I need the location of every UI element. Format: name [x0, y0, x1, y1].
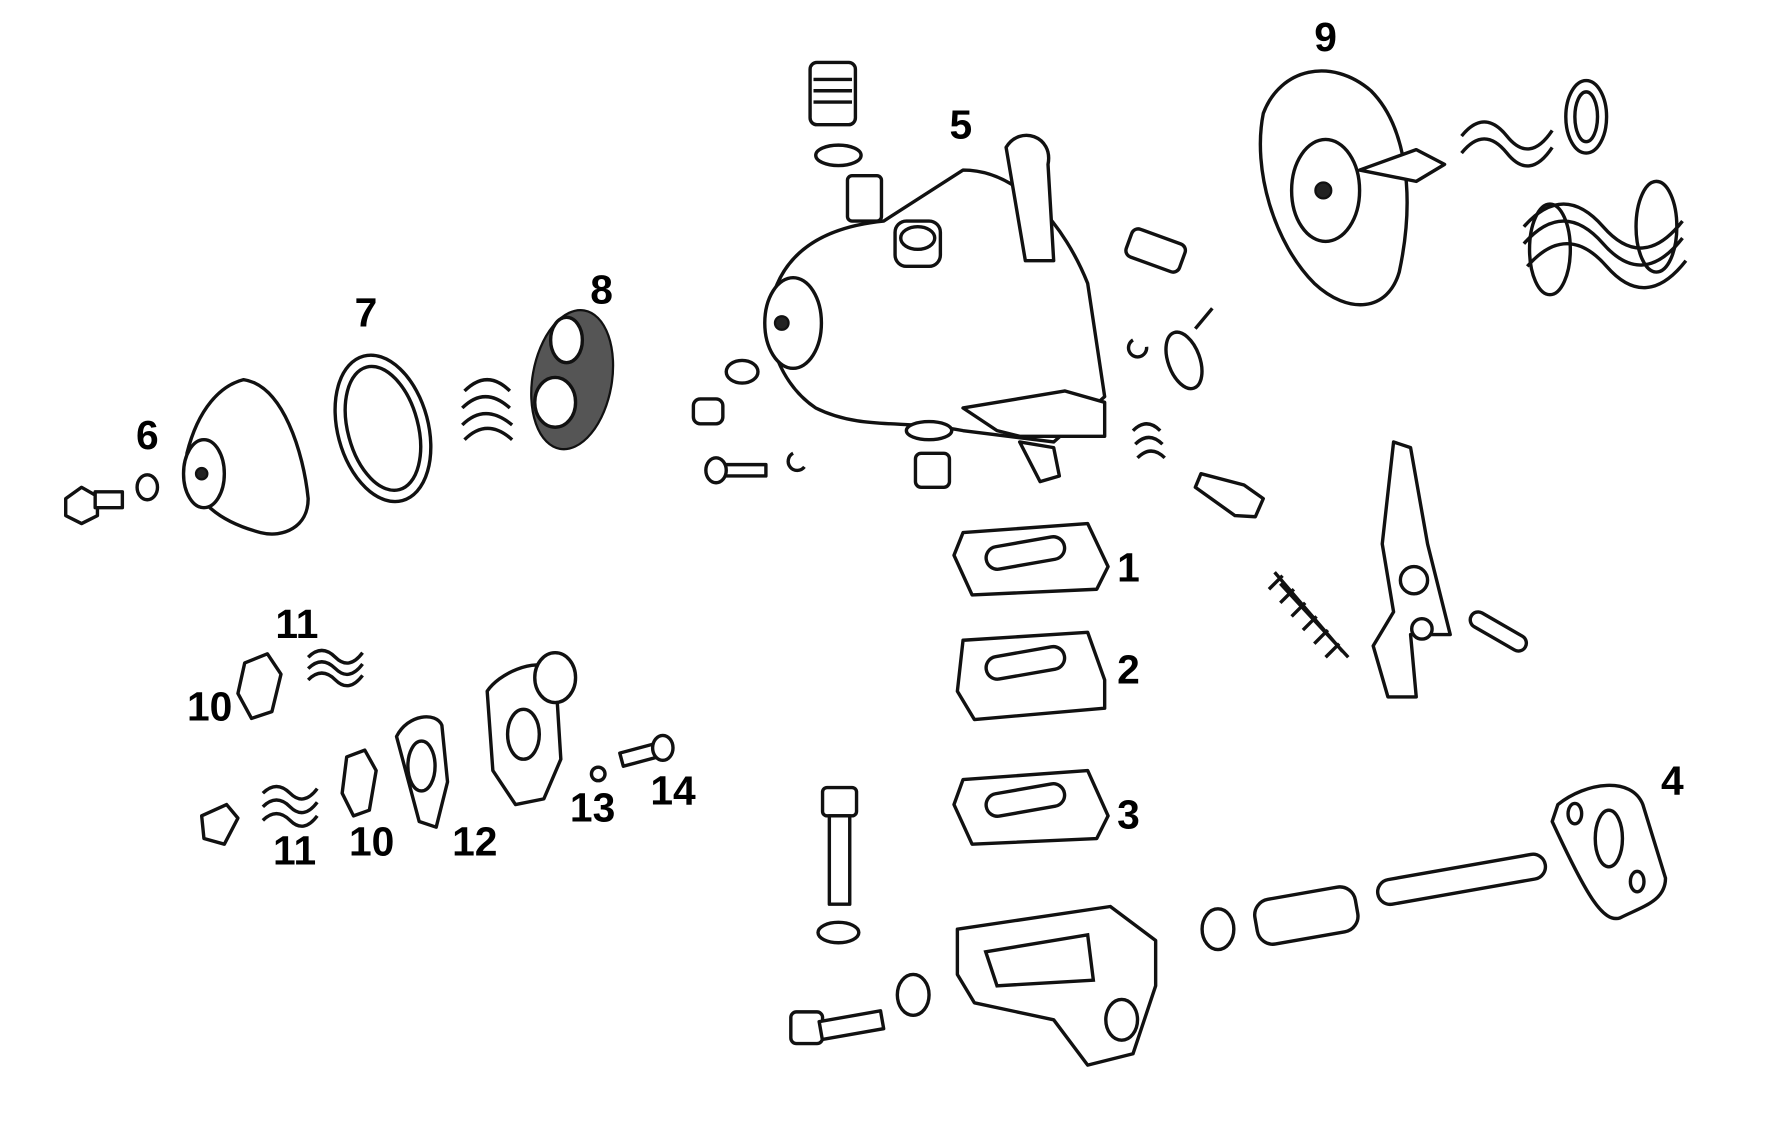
- label-4: 4: [1661, 757, 1684, 803]
- part-9-diaphragm: [1258, 69, 1688, 307]
- label-6: 6: [136, 412, 159, 458]
- label-11-top: 11: [275, 601, 318, 647]
- part-4-flange: [955, 783, 1668, 1067]
- label-2: 2: [1117, 646, 1140, 692]
- label-8: 8: [590, 267, 613, 313]
- label-10-bottom: 10: [349, 819, 394, 865]
- part-6-cover: [181, 377, 310, 536]
- label-11-bottom: 11: [273, 828, 316, 874]
- lever-assembly: [1267, 440, 1529, 699]
- part-11-spring: [199, 648, 364, 846]
- socket-screws: [789, 785, 931, 1046]
- part-12-cover: [394, 651, 578, 829]
- part-13-14-screw: [589, 733, 675, 783]
- label-3: 3: [1117, 791, 1140, 837]
- label-14: 14: [650, 768, 696, 814]
- part-7-ring: [333, 353, 433, 504]
- label-1: 1: [1117, 544, 1140, 590]
- label-12: 12: [452, 819, 497, 865]
- pump-small-parts: [691, 227, 1265, 519]
- part-5-pump-body: [763, 60, 1107, 484]
- part-6-bolt: [64, 473, 160, 526]
- label-5: 5: [949, 101, 972, 147]
- label-10-left: 10: [187, 684, 232, 730]
- part-2-spacer: [955, 630, 1107, 722]
- part-3-gasket: [952, 768, 1110, 846]
- label-7: 7: [355, 289, 378, 335]
- label-13: 13: [570, 785, 615, 831]
- part-8-valve: [461, 309, 615, 451]
- label-9: 9: [1314, 14, 1337, 60]
- part-1-gasket: [952, 521, 1110, 597]
- part-10-washer: [236, 652, 378, 818]
